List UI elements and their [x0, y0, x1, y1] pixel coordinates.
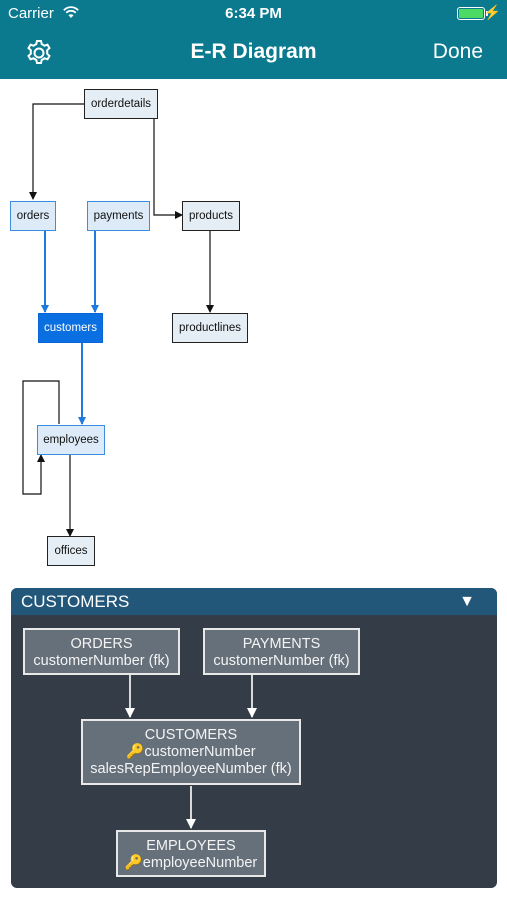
detail-box-orders[interactable]: ORDERS customerNumber (fk) [23, 628, 180, 675]
node-employees[interactable]: employees [37, 425, 105, 455]
node-payments[interactable]: payments [87, 201, 150, 231]
page-title: E-R Diagram [190, 40, 317, 63]
edge-orderdetails-orders [29, 103, 84, 200]
orders-table-name: ORDERS [70, 636, 133, 652]
detail-title: CUSTOMERS [21, 592, 130, 611]
node-products[interactable]: products [182, 201, 240, 231]
relationship-detail-panel: CUSTOMERS ▼ ORDERS customerNumber (fk) P… [11, 588, 497, 888]
node-orders[interactable]: orders [10, 201, 56, 231]
detail-box-payments[interactable]: PAYMENTS customerNumber (fk) [203, 628, 360, 675]
detail-box-employees[interactable]: EMPLOYEES 🔑employeeNumber [116, 830, 266, 877]
key-icon: 🔑 [124, 855, 143, 871]
payments-table-name: PAYMENTS [242, 636, 321, 652]
edge-employees-self [22, 380, 60, 495]
customers-table-name: CUSTOMERS [144, 727, 238, 743]
orders-field: customerNumber (fk) [33, 653, 170, 669]
diagram-edges [22, 103, 214, 537]
node-offices[interactable]: offices [47, 536, 95, 566]
customers-field: salesRepEmployeeNumber (fk) [90, 761, 292, 777]
node-orderdetails[interactable]: orderdetails [84, 89, 158, 119]
done-button[interactable]: Done [432, 40, 483, 63]
battery-tip [486, 11, 488, 16]
edge-orderdetails-products [153, 118, 183, 219]
status-bar: Carrier 6:34 PM ⚡ [0, 0, 507, 28]
status-time: 6:34 PM [225, 5, 282, 22]
detail-box-customers[interactable]: CUSTOMERS 🔑customerNumber salesRepEmploy… [81, 719, 301, 785]
key-icon: 🔑 [126, 744, 145, 760]
employees-key-field: employeeNumber [142, 855, 258, 871]
carrier-label: Carrier [8, 5, 54, 22]
battery-icon [457, 7, 485, 20]
node-productlines[interactable]: productlines [172, 313, 248, 343]
node-customers[interactable]: customers [38, 313, 103, 343]
payments-field: customerNumber (fk) [213, 653, 350, 669]
gear-icon[interactable] [24, 38, 54, 68]
customers-key-field: customerNumber [144, 744, 256, 760]
wifi-icon [62, 5, 80, 23]
detail-header[interactable]: CUSTOMERS ▼ [11, 588, 497, 615]
nav-bar: E-R Diagram Done [0, 28, 507, 79]
employees-table-name: EMPLOYEES [146, 838, 236, 854]
er-diagram-canvas[interactable]: orderdetails orders payments products cu… [0, 79, 507, 584]
collapse-triangle-icon[interactable]: ▼ [459, 593, 475, 610]
charging-icon: ⚡ [483, 4, 501, 20]
detail-edges [125, 675, 257, 829]
